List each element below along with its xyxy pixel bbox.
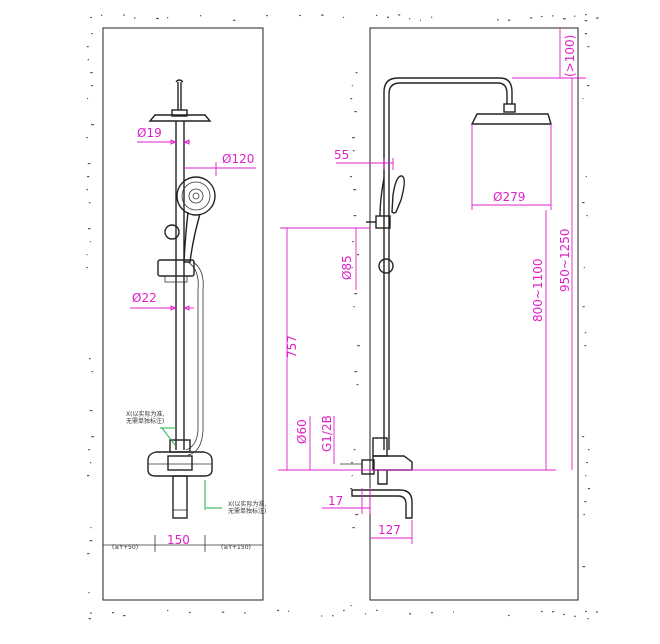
- side-mixer: [372, 437, 388, 457]
- dim-mixer-dia: Ø60: [295, 419, 309, 444]
- front-wall-panel: [102, 27, 264, 601]
- side-hand-shower: [391, 175, 405, 214]
- dim-height-total: 950~1250: [558, 229, 572, 293]
- hand-shower-head: [176, 176, 216, 216]
- dim-right-clear: (≥Y+150): [221, 544, 251, 551]
- side-wall-panel: [369, 27, 579, 601]
- dim-height-mid: 757: [285, 335, 299, 358]
- dim-pipe-top-dia: Ø19: [137, 126, 162, 140]
- note-left-line2: 无需单独标注): [126, 417, 164, 425]
- note-left-line1: X(以实际为准,: [126, 410, 164, 418]
- overhead-shower-head: [148, 114, 212, 122]
- note-right-line1: X(以实际为准,: [228, 500, 266, 508]
- dim-handle-offset: 55: [334, 148, 349, 162]
- note-right-line2: 无需单独标注): [228, 507, 266, 515]
- drawing-border-dots: [86, 14, 599, 620]
- dim-left-clear: (≥Y+50): [112, 544, 138, 551]
- front-view: Ø19 Ø120 Ø22 X(以实际为准, 无需单独标注) X(以实际为准, 无…: [102, 27, 266, 601]
- dim-riser-dia: Ø22: [132, 291, 157, 305]
- side-spout: [351, 489, 413, 519]
- dim-thread: G1/2B: [320, 415, 334, 452]
- dim-handshower-dia: Ø120: [222, 152, 254, 166]
- dim-spout-len: 127: [378, 523, 401, 537]
- side-view: (>100) Ø279 55 Ø85 757 Ø60 G1/2B 950~125…: [278, 27, 586, 601]
- shower-hose: [185, 261, 199, 451]
- side-overhead-head: [470, 113, 552, 125]
- dim-spacing: 150: [167, 533, 190, 547]
- dim-wall-offset: 17: [328, 494, 343, 508]
- tub-spout: [172, 475, 188, 519]
- top-arm-pipe: [383, 77, 513, 450]
- dim-height-inner: 800~1100: [531, 259, 545, 323]
- dim-head-dia: Ø279: [493, 190, 525, 204]
- dim-bracket-dia: Ø85: [340, 255, 354, 280]
- dim-top-clear: (>100): [563, 35, 577, 77]
